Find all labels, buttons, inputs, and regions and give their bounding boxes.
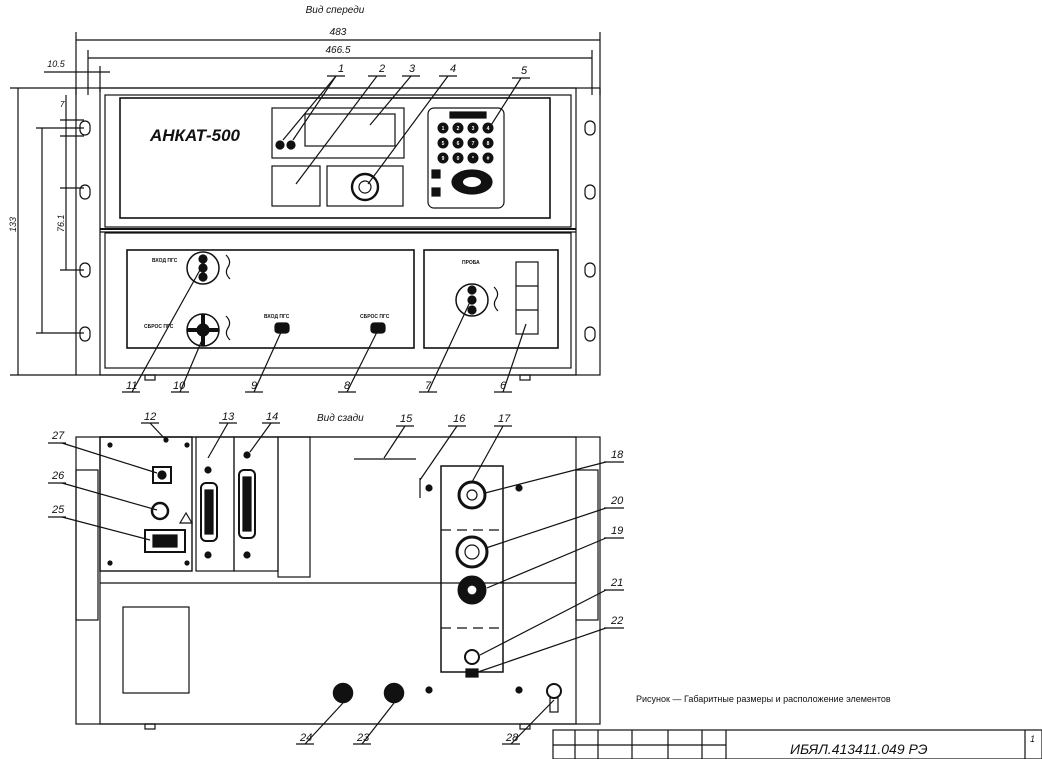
callout-1: 1 xyxy=(338,63,344,75)
callout-26: 26 xyxy=(51,470,65,482)
svg-text:5: 5 xyxy=(442,141,445,147)
fuse-holder xyxy=(150,501,170,521)
callout-25: 25 xyxy=(51,504,65,516)
control-knob xyxy=(350,172,380,202)
callout-14: 14 xyxy=(266,411,278,423)
svg-text:7: 7 xyxy=(472,141,475,147)
callout-22: 22 xyxy=(610,615,623,627)
svg-text:8: 8 xyxy=(487,141,490,147)
reset-pgs-label: СБРОС ПГС xyxy=(144,324,174,330)
svg-text:3: 3 xyxy=(472,126,475,132)
dim-7-label: 7 xyxy=(60,100,65,109)
input-pgs-port-label: ВХОД ПГС xyxy=(264,314,290,320)
callout-13: 13 xyxy=(222,411,235,423)
ground-terminal xyxy=(546,683,562,699)
svg-text:9: 9 xyxy=(442,156,445,162)
dim-466-label: 466.5 xyxy=(325,45,350,56)
callout-27: 27 xyxy=(51,430,65,442)
dim-height-label: 133 xyxy=(8,217,18,232)
purge-fitting xyxy=(464,649,480,665)
bottom-connector-24 xyxy=(332,682,354,704)
db-connector-rs232 xyxy=(200,482,218,542)
callout-24: 24 xyxy=(299,732,312,744)
bottom-connector-23 xyxy=(383,682,405,704)
reset-pgs-port-label: СБРОС ПГС xyxy=(360,314,390,320)
callout-3: 3 xyxy=(409,63,416,75)
callout-4: 4 xyxy=(450,63,456,75)
reset-button xyxy=(271,165,321,207)
power-module xyxy=(99,436,193,572)
dim-10-label: 10.5 xyxy=(47,59,66,69)
sheet-number: 1 xyxy=(1030,734,1035,744)
outlet-fitting xyxy=(455,535,489,569)
figure-caption: Рисунок — Габаритные размеры и расположе… xyxy=(636,694,891,704)
view-front-title: Вид спереди xyxy=(306,5,365,16)
svg-text:*: * xyxy=(472,156,474,162)
probe-panel xyxy=(423,249,559,349)
svg-text:#: # xyxy=(487,156,490,162)
power-socket xyxy=(144,529,186,553)
callout-15: 15 xyxy=(400,413,413,425)
callout-23: 23 xyxy=(356,732,370,744)
callout-28: 28 xyxy=(505,732,519,744)
doc-code: ИБЯЛ.413411.049 РЭ xyxy=(790,741,928,757)
reference-gas-fitting xyxy=(457,480,487,510)
display-panel xyxy=(119,97,551,219)
input-pgs-label: ВХОД ПГС xyxy=(152,258,178,264)
svg-text:6: 6 xyxy=(457,141,460,147)
callout-19: 19 xyxy=(611,525,623,537)
rear-gas-panel xyxy=(440,465,504,673)
callout-12: 12 xyxy=(144,411,156,423)
svg-text:4: 4 xyxy=(487,126,490,132)
callout-17: 17 xyxy=(498,413,511,425)
dim-483-label: 483 xyxy=(330,27,347,38)
gas-inlet-fitting xyxy=(186,251,220,285)
pgs-inlet-port xyxy=(274,322,290,334)
callout-21: 21 xyxy=(610,577,623,589)
callout-2: 2 xyxy=(378,63,385,75)
power-switch xyxy=(152,466,172,484)
probe-fitting xyxy=(455,283,489,317)
callout-6: 6 xyxy=(500,380,507,392)
brand-label: АНКАТ-500 xyxy=(149,126,241,145)
callout-7: 7 xyxy=(425,380,432,392)
callout-16: 16 xyxy=(453,413,466,425)
callout-20: 20 xyxy=(610,495,624,507)
callout-18: 18 xyxy=(611,449,624,461)
callout-11: 11 xyxy=(126,380,137,392)
db-connector-relay xyxy=(238,469,256,539)
dim-76-label: 76.1 xyxy=(56,214,66,232)
view-back-title: Вид сзади xyxy=(317,413,364,424)
callout-9: 9 xyxy=(251,380,257,392)
svg-text:0: 0 xyxy=(457,156,460,162)
flow-indicator xyxy=(515,261,539,335)
callout-10: 10 xyxy=(173,380,186,392)
callout-5: 5 xyxy=(521,65,528,77)
callout-8: 8 xyxy=(344,380,351,392)
rear-outer-frame xyxy=(75,436,601,725)
keypad-keys: 1 2 3 4 5 6 7 8 9 0 * # xyxy=(437,122,494,164)
svg-text:1: 1 xyxy=(442,126,445,132)
pgs-reset-port xyxy=(370,322,386,334)
keypad xyxy=(427,107,505,209)
lcd-display xyxy=(304,113,396,147)
gas-input-panel xyxy=(126,249,415,349)
nameplate xyxy=(122,606,190,694)
probe-label: ПРОБА xyxy=(462,260,480,266)
svg-text:2: 2 xyxy=(457,126,460,132)
